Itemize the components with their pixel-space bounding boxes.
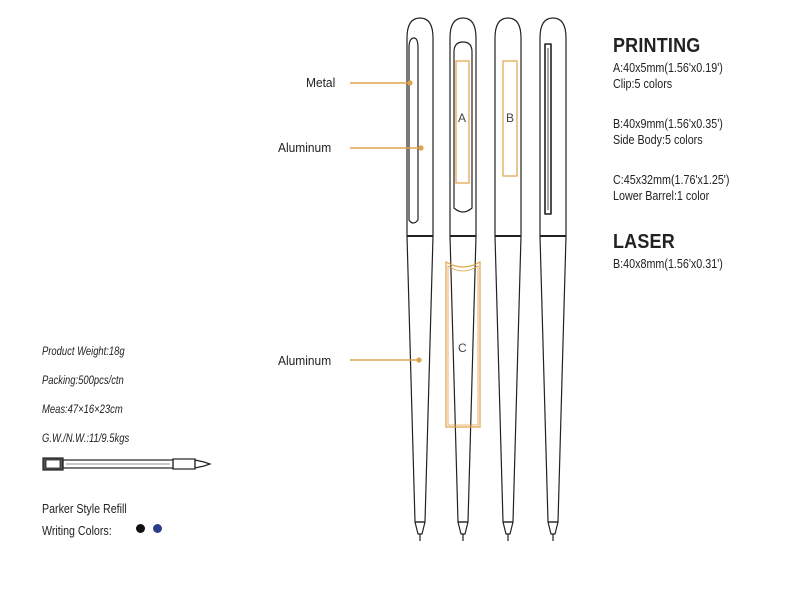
product-info: Product Weight:18g Packing:500pcs/ctn Me… <box>42 338 148 454</box>
callout-line-barrel <box>350 357 422 363</box>
pen-3-drawing <box>494 17 522 541</box>
writing-colors-label: Writing Colors: <box>42 523 112 538</box>
laser-heading: LASER <box>613 231 675 253</box>
laser-size: B:40x8mm(1.56'x0.31') <box>613 257 723 271</box>
callout-aluminum-cap-label: Aluminum <box>278 140 332 155</box>
product-weight: Product Weight:18g <box>42 346 125 358</box>
printing-option-a: A:40x5mm(1.56'x0.19') Clip:5 colors <box>613 60 793 92</box>
refill-caption: Parker Style Refill Writing Colors: <box>42 498 145 542</box>
print-zone-a-label: A <box>458 111 467 125</box>
printing-a-detail: Clip:5 colors <box>613 77 673 91</box>
callout-aluminum-barrel-label: Aluminum <box>278 353 332 368</box>
callout-line-cap <box>350 145 424 151</box>
pen-2-drawing <box>449 17 477 541</box>
printing-option-c: C:45x32mm(1.76'x1.25') Lower Barrel:1 co… <box>613 172 793 204</box>
refill-drawing <box>42 457 212 471</box>
spec-panel: PRINTING A:40x5mm(1.56'x0.19') Clip:5 co… <box>613 34 793 272</box>
writing-color-swatches <box>133 524 162 533</box>
printing-b-size: B:40x9mm(1.56'x0.35') <box>613 117 723 131</box>
printing-a-size: A:40x5mm(1.56'x0.19') <box>613 61 723 75</box>
callout-line-metal <box>350 80 413 86</box>
pen-1-drawing <box>406 17 434 541</box>
pen-4-drawing <box>539 17 567 541</box>
print-zone-b-label: B <box>506 111 515 125</box>
print-zone-c-box <box>445 260 481 428</box>
packing-info: Packing:500pcs/ctn <box>42 375 124 387</box>
refill-name: Parker Style Refill <box>42 501 127 516</box>
carton-measurements: Meas:47×16×23cm <box>42 404 123 416</box>
gross-net-weight: G.W./N.W.:11/9.5kgs <box>42 433 130 445</box>
printing-c-size: C:45x32mm(1.76'x1.25') <box>613 173 730 187</box>
printing-c-detail: Lower Barrel:1 color <box>613 189 710 203</box>
callout-metal-label: Metal <box>306 75 336 90</box>
print-zone-a-box <box>455 60 470 184</box>
print-zone-c-label: C <box>458 341 467 355</box>
printing-option-b: B:40x9mm(1.56'x0.35') Side Body:5 colors <box>613 116 793 148</box>
print-zone-b-box <box>502 60 518 177</box>
ink-color-blue-swatch <box>153 524 162 533</box>
printing-heading: PRINTING <box>613 35 701 57</box>
ink-color-black-swatch <box>136 524 145 533</box>
printing-b-detail: Side Body:5 colors <box>613 133 703 147</box>
